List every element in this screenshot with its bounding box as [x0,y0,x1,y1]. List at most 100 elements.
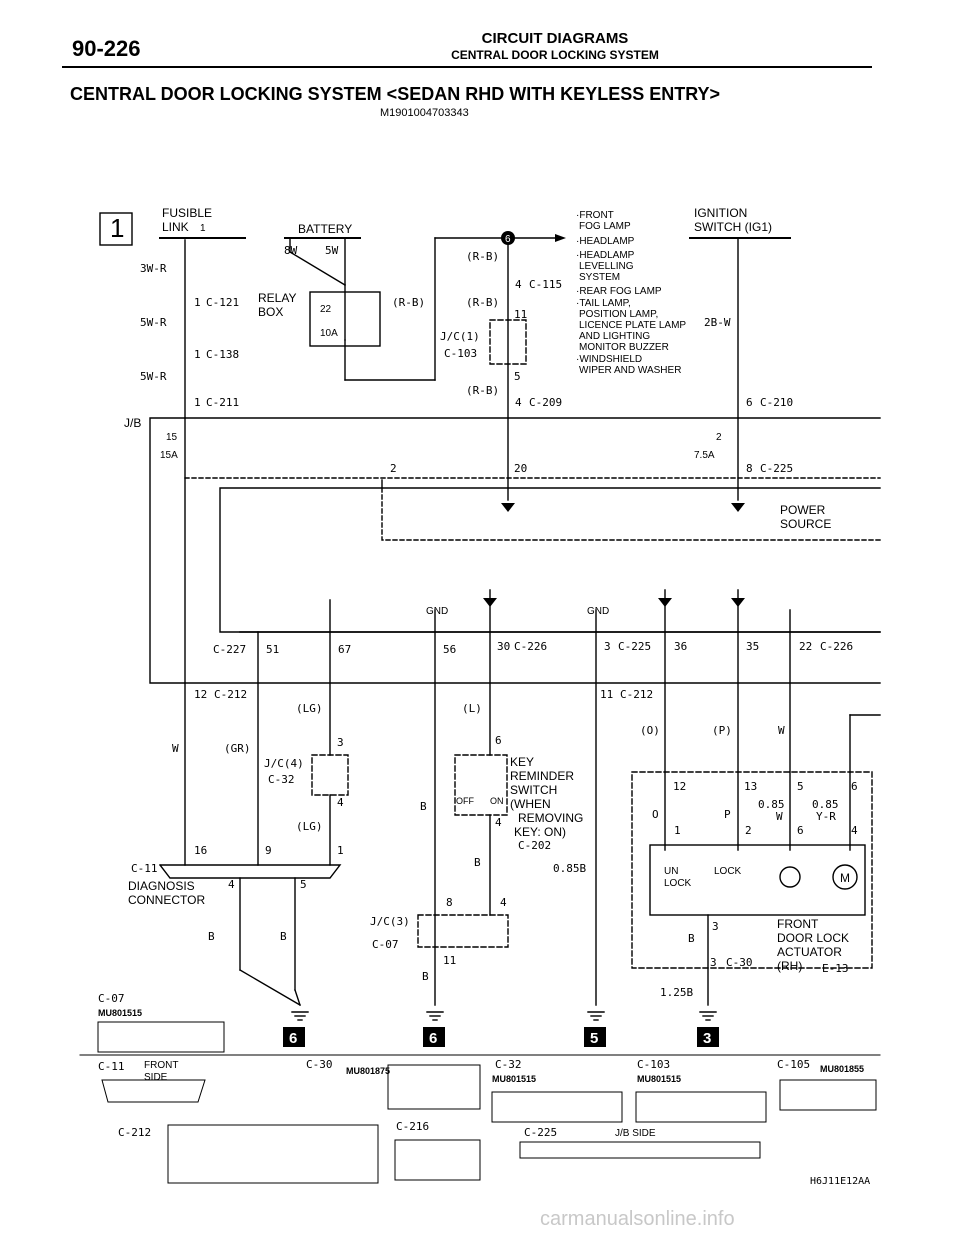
pin-number: 1 [194,396,201,409]
connector-code: C-211 [206,396,239,409]
pin-number: 8 [746,462,753,475]
pin-number: 4 [495,816,502,829]
wire-code: B [422,970,429,983]
wire-code: P [724,808,731,821]
jb-internal-bus [381,487,881,541]
actuator-label-line4: (RH) [777,959,802,973]
fed-item-3: ·HEADLAMP [576,250,635,261]
key-reminder-line1: KEY [510,755,534,769]
pin-number: 30 [497,640,510,653]
power-source-label2: SOURCE [780,517,831,531]
battery-label: BATTERY [298,222,352,236]
pin-number: 3 [712,920,719,933]
motor-label: M [840,871,850,885]
pin-number: 16 [194,844,207,857]
pin-number: 11 [443,954,456,967]
pin-number: 56 [443,643,456,656]
power-source-label: POWER [780,503,826,517]
connector-code: C-226 [514,640,547,653]
wire-code: (R-B) [466,296,499,309]
pin-number: 12 [194,688,207,701]
connector-code: C-07 [372,938,399,951]
pin-number: 1 [674,824,681,837]
connector-code: C-212 [214,688,247,701]
connector-code: C-105 [777,1058,810,1071]
wire-code: (LG) [296,702,323,715]
wire-code: 3W-R [140,262,167,275]
fuse15-number: 15 [166,432,178,443]
wire-code: W [172,742,179,755]
wire-code: 5W-R [140,370,167,383]
wire-code: B [280,930,287,943]
wire-code: Y-R [816,810,836,823]
ground-point-marks [283,1027,719,1047]
connector-code: C-210 [760,396,793,409]
connector-code: C-225 [618,640,651,653]
pin-number: 67 [338,643,351,656]
pin-number: 9 [265,844,272,857]
pin-number: 8 [446,896,453,909]
pin-number: 22 [799,640,812,653]
fed-item-2: ·HEADLAMP [576,236,635,247]
wire-code: (O) [640,724,660,737]
wire-code: B [420,800,427,813]
wire-code: (R-B) [466,384,499,397]
actuator-inner [649,844,866,916]
connector-code: C-138 [206,348,239,361]
pin-number: 4 [500,896,507,909]
pin-number: 1 [194,348,201,361]
connector-code: C-216 [396,1120,429,1133]
document-code: M1901004703343 [380,107,469,119]
front-side-label: FRONT [144,1060,178,1071]
key-reminder-line5: REMOVING [518,811,583,825]
relay-box-label2: BOX [258,305,283,319]
unlock-label2: LOCK [664,878,692,889]
ground-mark-number: 6 [429,1030,437,1047]
watermark: carmanualsonline.info [540,1208,735,1230]
page-number: 90-226 [72,36,141,61]
jb-side-label: J/B SIDE [615,1128,656,1139]
diagram-title: CENTRAL DOOR LOCKING SYSTEM <SEDAN RHD W… [70,84,721,104]
wire-code: B [208,930,215,943]
diode-symbols [483,231,745,607]
pin-number: 1 [337,844,344,857]
wire-code: 0.85 [758,798,785,811]
connector-code: C-225 [760,462,793,475]
ground-symbols [291,1011,717,1021]
diagnosis-label2: CONNECTOR [128,893,205,907]
actuator-motor [832,864,858,890]
gnd-label-2: GND [587,606,609,617]
ignition-label2: SWITCH (IG1) [694,220,772,234]
connector-code: C-212 [118,1126,151,1139]
connector-code: C-30 [306,1058,333,1071]
connector-code: C-212 [620,688,653,701]
connector-code: C-32 [268,773,295,786]
fed-item-9: LICENCE PLATE LAMP [579,320,686,331]
ground-mark-number: 6 [289,1030,297,1047]
gnd-label-1: GND [426,606,448,617]
actuator-label-line1: FRONT [777,917,819,931]
connector-code: C-32 [495,1058,522,1071]
fuse15-amp: 15A [160,450,178,461]
switch-on-label: ON [490,796,504,806]
connector-code: C-202 [518,839,551,852]
figure-code: H6J11E12AA [810,1176,870,1187]
key-reminder-line2: REMINDER [510,769,574,783]
connector-part-number: MU801515 [637,1074,681,1084]
pin-number: 3 [337,736,344,749]
pin-number: 6 [851,780,858,793]
wire-code: B [474,856,481,869]
connector-code: C-103 [444,347,477,360]
connector-code: C-115 [529,278,562,291]
jb-label: J/B [124,416,141,430]
connector-part-number: MU801515 [492,1074,536,1084]
fed-item-6: ·REAR FOG LAMP [576,286,662,297]
connector-code: C-103 [637,1058,670,1071]
wire-code: W [778,724,785,737]
wire-code: 1.25B [660,986,693,999]
actuator-label-line2: DOOR LOCK [777,931,849,945]
connector-code: C-209 [529,396,562,409]
wire-code: 5W-R [140,316,167,329]
connector-code: C-07 [98,992,125,1005]
